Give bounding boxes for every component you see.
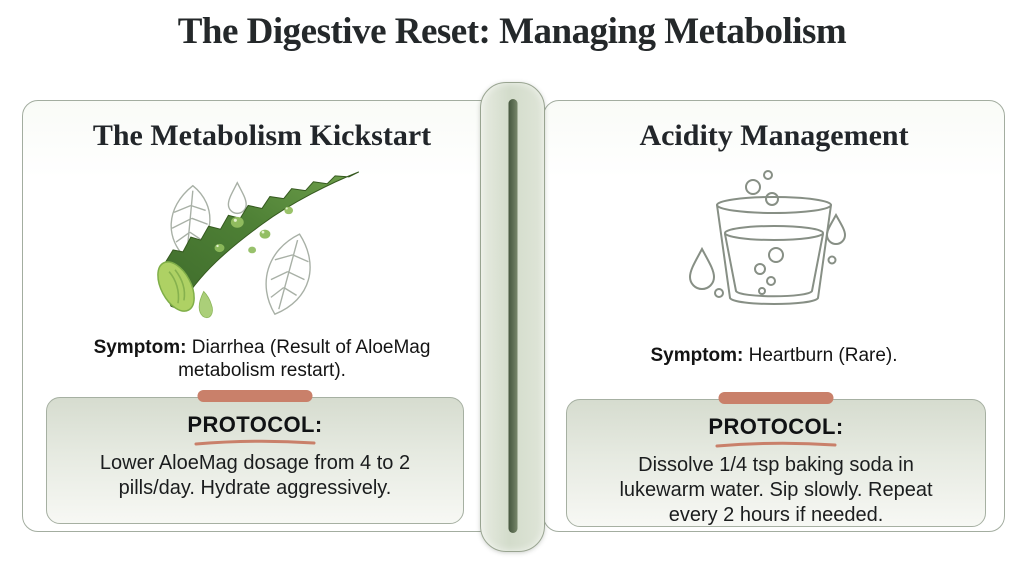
right-panel-title: Acidity Management bbox=[639, 119, 909, 152]
aloe-vera-illustration bbox=[157, 171, 360, 319]
right-symptom-text: Symptom: Heartburn (Rare). bbox=[544, 344, 1004, 367]
symptom-value: Heartburn (Rare). bbox=[748, 345, 898, 366]
protocol-tab bbox=[197, 390, 313, 402]
protocol-heading: PROTOCOL: bbox=[187, 412, 323, 437]
divider-inner-line bbox=[508, 99, 517, 533]
right-protocol-box: PROTOCOL: Dissolve 1/4 tsp baking soda i… bbox=[566, 392, 986, 527]
bubbles-in-glass bbox=[754, 247, 784, 295]
glass-outline bbox=[716, 196, 832, 305]
page-title: The Digestive Reset: Managing Metabolism bbox=[177, 11, 847, 52]
left-protocol-box: PROTOCOL: Lower AloeMag dosage from 4 to… bbox=[46, 390, 464, 524]
protocol-underline bbox=[715, 441, 837, 448]
left-symptom-text: Symptom: Diarrhea (Result of AloeMag met… bbox=[23, 336, 501, 382]
symptom-label: Symptom: bbox=[93, 337, 187, 358]
aloe-gel-texture bbox=[168, 269, 186, 304]
side-water-drops bbox=[688, 212, 847, 298]
panel-acidity-management: Acidity Management bbox=[543, 100, 1005, 532]
bubbles-above-glass bbox=[745, 170, 779, 206]
water-level bbox=[724, 225, 825, 298]
center-divider-spine bbox=[480, 82, 545, 552]
gel-drip bbox=[198, 290, 213, 319]
protocol-tab bbox=[718, 392, 834, 404]
protocol-heading: PROTOCOL: bbox=[708, 414, 844, 439]
protocol-underline bbox=[194, 439, 316, 446]
panel-metabolism-kickstart: The Metabolism Kickstart bbox=[22, 100, 502, 532]
protocol-instructions: Lower AloeMag dosage from 4 to 2 pills/d… bbox=[99, 452, 411, 499]
symptom-label: Symptom: bbox=[650, 345, 744, 366]
symptom-value: Diarrhea (Result of AloeMag metabolism r… bbox=[178, 337, 431, 381]
protocol-instructions: Dissolve 1/4 tsp baking soda in lukewarm… bbox=[619, 454, 933, 526]
water-drop-outline-icon bbox=[227, 181, 247, 215]
left-panel-title: The Metabolism Kickstart bbox=[92, 119, 432, 152]
leaf-droplets bbox=[214, 206, 294, 254]
aloe-cut-face bbox=[157, 261, 195, 312]
line-art-leaf-icon bbox=[265, 233, 311, 316]
glass-of-water-illustration bbox=[688, 170, 847, 305]
